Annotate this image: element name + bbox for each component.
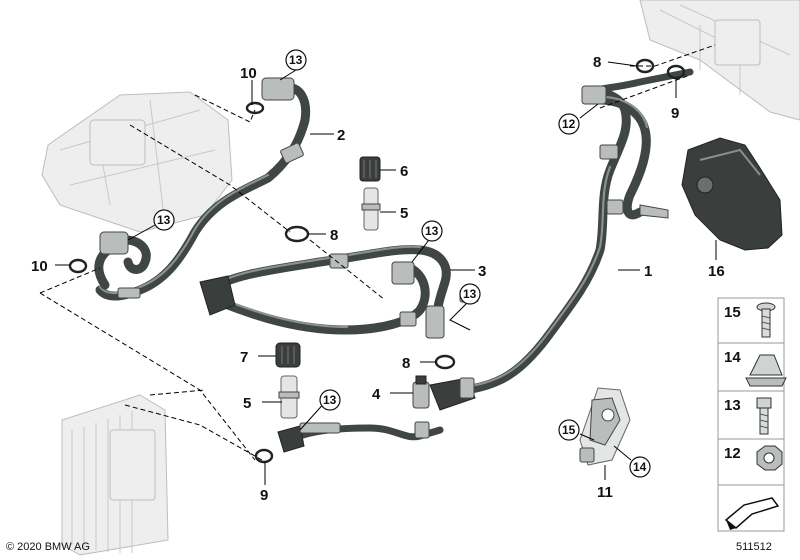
refrigerant-line-2 [94,77,311,301]
svg-text:13: 13 [323,393,337,407]
svg-text:14: 14 [724,349,741,366]
diagram-number: 511512 [736,541,772,553]
callout-10-left: 10 [31,258,48,275]
service-cap-6 [359,156,381,182]
refrigerant-line-3 [199,245,479,339]
callout-15: 15 [558,419,580,441]
assembly-lines [39,44,716,461]
heat-exchanger-ghost [639,0,800,121]
screw-flange-icon [756,302,776,338]
evaporator-ghost [61,394,169,556]
callout-13-lower: 13 [319,389,341,411]
refrigerant-line-lower [277,421,444,453]
callout-13-top: 13 [285,49,307,71]
svg-text:14: 14 [633,460,647,474]
legend-item-13 [717,390,785,440]
cover-16 [681,137,783,251]
service-valve-5-upper [361,187,381,231]
svg-text:13: 13 [425,224,439,238]
callout-16: 16 [708,263,725,280]
callout-4: 4 [372,386,381,403]
seal-ring-10-left [68,258,88,274]
callout-8-top: 8 [593,54,601,71]
callout-12: 12 [558,113,580,135]
hex-nut-icon [756,445,783,471]
callout-11: 11 [597,484,613,501]
leader-lines [55,61,717,485]
callout-8-mid: 8 [330,227,338,244]
callout-9-lower: 9 [260,487,268,504]
svg-text:13: 13 [463,287,477,301]
fastener-legend: 15 14 13 12 [717,297,787,532]
svg-text:15: 15 [724,304,741,321]
callout-13-right: 13 [459,283,481,305]
service-cap-7 [275,342,301,368]
svg-text:15: 15 [562,423,576,437]
callout-9-top: 9 [671,105,679,122]
svg-text:13: 13 [724,397,741,414]
seal-ring-9-lower [254,448,274,464]
bracket-11 [579,387,631,466]
callout-10-top: 10 [240,65,257,82]
svg-text:12: 12 [562,117,576,131]
service-valve-5-lower [278,375,300,419]
callout-2: 2 [337,127,345,144]
callout-13-left: 13 [153,209,175,231]
callout-7: 7 [240,349,248,366]
valve-4 [412,375,430,409]
direction-arrow-icon [724,497,780,530]
refrigerant-line-1 [429,68,694,411]
clip-nut-icon [745,354,787,387]
seal-ring-8-mid [284,225,310,243]
callout-14: 14 [629,456,651,478]
callout-13-mid: 13 [421,220,443,242]
svg-text:13: 13 [289,53,303,67]
svg-text:12: 12 [724,445,741,462]
callout-3: 3 [478,263,486,280]
callout-5-upper: 5 [400,205,408,222]
callout-5-lower: 5 [243,395,251,412]
callout-1: 1 [644,263,652,280]
seal-ring-8-lower [434,354,456,370]
compressor-ghost [41,91,233,233]
svg-text:13: 13 [157,213,171,227]
seal-ring-10-top [245,101,265,115]
callout-6: 6 [400,163,408,180]
copyright-text: © 2020 BMW AG [6,541,90,553]
callout-8-lower: 8 [402,355,410,372]
hex-bolt-icon [756,397,772,435]
